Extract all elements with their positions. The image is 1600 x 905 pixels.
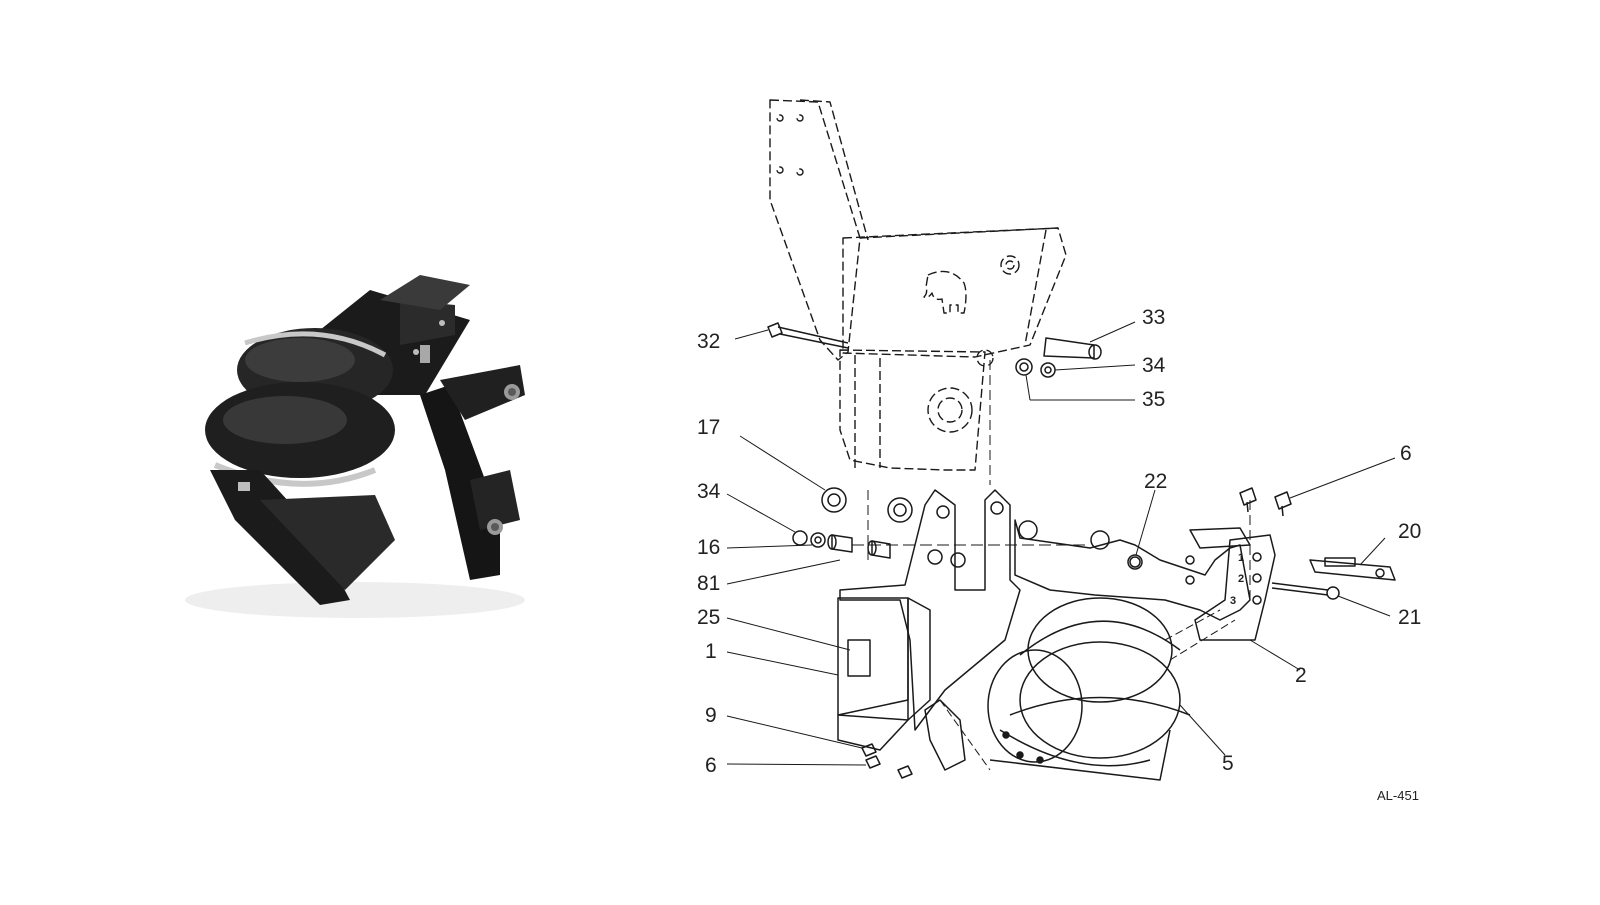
callout-20: 20	[1398, 520, 1421, 543]
part-17-washers	[821, 487, 913, 523]
callout-9: 9	[705, 704, 717, 727]
part-5-airsprings	[924, 597, 1236, 781]
part-22-nut	[1127, 554, 1143, 570]
callout-6-top: 6	[1400, 442, 1412, 465]
left-hardware-stack	[792, 530, 1090, 568]
guide-lines	[867, 360, 1251, 600]
callout-32: 32	[697, 330, 720, 353]
part-1-plate	[837, 597, 931, 751]
upper-bracket	[839, 489, 1021, 731]
callout-34-left: 34	[697, 480, 721, 503]
callouts: 32 33 34 35 17 34 16 81 25 1 9 6 22 6 20…	[697, 306, 1421, 803]
dashed-frame	[769, 99, 1067, 471]
callout-2: 2	[1295, 664, 1307, 687]
hole-number-2: 2	[1238, 573, 1244, 585]
top-right-bolts	[1239, 487, 1292, 517]
callout-5: 5	[1222, 752, 1234, 775]
callout-25: 25	[697, 606, 720, 629]
part-34-35-hardware	[1015, 358, 1056, 378]
callout-6-bottom: 6	[705, 754, 717, 777]
callout-81: 81	[697, 572, 720, 595]
part-2-plate	[1194, 534, 1276, 641]
hole-number-3: 3	[1230, 595, 1236, 607]
part-25-label	[847, 639, 871, 677]
part-20-21	[1271, 557, 1396, 600]
exploded-diagram	[726, 99, 1396, 781]
part-32-bolt	[767, 322, 849, 349]
bottom-bolts	[861, 743, 913, 779]
callout-21: 21	[1398, 606, 1421, 629]
part-33-pin	[1043, 337, 1102, 360]
callout-17: 17	[697, 416, 720, 439]
callout-33: 33	[1142, 306, 1165, 329]
drawing-code: AL-451	[1377, 788, 1419, 803]
callout-22: 22	[1144, 470, 1167, 493]
callout-16: 16	[697, 536, 720, 559]
lower-arm	[1014, 519, 1251, 621]
callout-35: 35	[1142, 388, 1165, 411]
leader-lines	[726, 321, 1396, 766]
callout-1: 1	[705, 640, 717, 663]
hole-number-1: 1	[1238, 552, 1244, 564]
product-photo	[185, 275, 525, 618]
callout-34-top: 34	[1142, 354, 1166, 377]
